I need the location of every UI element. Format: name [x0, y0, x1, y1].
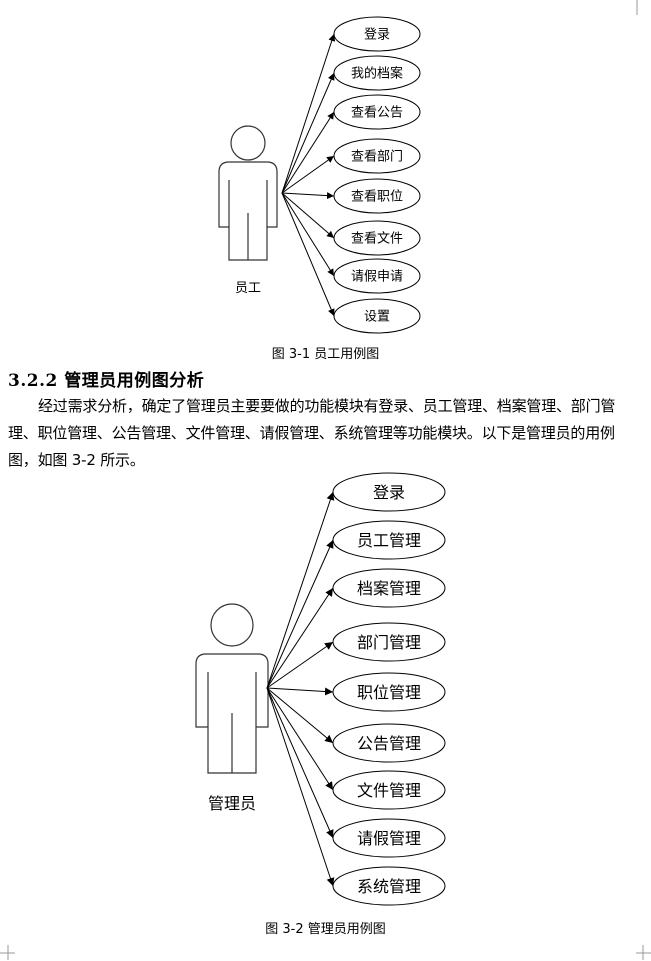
use-case: 查看部门 [333, 138, 421, 174]
association-arrow [281, 33, 336, 194]
page-corner-mark [0, 945, 15, 960]
use-case: 请假申请 [333, 258, 421, 294]
association-arrow [281, 192, 335, 200]
association-arrow [266, 539, 334, 689]
use-case-label: 查看文件 [351, 231, 403, 247]
use-case: 档案管理 [332, 568, 446, 608]
association-arrow [266, 687, 334, 791]
association-arrow [281, 192, 335, 277]
association-arrow [266, 687, 334, 839]
association-arrow [281, 72, 335, 194]
page-corner-mark [636, 0, 638, 15]
use-case-label: 系统管理 [357, 877, 421, 896]
use-case: 查看文件 [333, 220, 421, 256]
association-arrow [266, 687, 334, 696]
use-case: 员工管理 [332, 520, 446, 560]
use-case-label: 登录 [364, 28, 390, 43]
association-arrow [266, 687, 334, 744]
use-case-label: 员工管理 [357, 531, 421, 550]
use-case-label: 设置 [364, 310, 390, 325]
use-case: 请假管理 [332, 818, 446, 858]
association-arrow [281, 192, 335, 317]
page-corner-mark [636, 945, 651, 960]
use-case-label: 查看职位 [351, 189, 403, 205]
association-arrow [281, 155, 335, 194]
use-case: 设置 [333, 298, 421, 334]
section-heading: 3.2.2 管理员用例图分析 [8, 371, 205, 391]
use-case-label: 职位管理 [357, 683, 421, 702]
use-case-label: 公告管理 [357, 734, 421, 753]
use-case-label: 请假管理 [357, 829, 421, 848]
use-case-label: 部门管理 [357, 633, 421, 652]
actor-figure [195, 603, 269, 774]
association-arrow [281, 192, 335, 239]
figure-caption: 图 3-1 员工用例图 [271, 347, 380, 362]
association-arrow [266, 641, 334, 689]
association-arrow [281, 111, 335, 194]
use-case: 登录 [332, 472, 446, 512]
use-case: 我的档案 [333, 55, 421, 91]
association-arrow [266, 587, 334, 689]
figure-caption: 图 3-2 管理员用例图 [265, 922, 386, 937]
use-case: 职位管理 [332, 672, 446, 712]
use-case-label: 文件管理 [357, 781, 421, 800]
body-paragraph: 经过需求分析，确定了管理员主要要做的功能模块有登录、员工管理、档案管理、部门管理… [8, 397, 616, 469]
use-case: 查看职位 [333, 178, 421, 214]
association-arrow [266, 687, 335, 887]
actor-figure [218, 125, 278, 261]
actor-label: 管理员 [208, 794, 256, 813]
use-case: 文件管理 [332, 770, 446, 810]
use-case-label: 查看公告 [351, 105, 403, 121]
actor-label: 员工 [235, 281, 261, 296]
use-case-label: 查看部门 [351, 149, 403, 165]
use-case: 部门管理 [332, 622, 446, 662]
use-case: 公告管理 [332, 723, 446, 763]
use-case-label: 请假申请 [351, 270, 403, 285]
association-arrow [266, 491, 335, 689]
use-case-label: 登录 [373, 483, 405, 502]
use-case: 系统管理 [332, 866, 446, 906]
use-case: 登录 [333, 16, 421, 52]
use-case-label: 我的档案 [351, 66, 403, 82]
use-case-label: 档案管理 [357, 579, 421, 598]
use-case: 查看公告 [333, 94, 421, 130]
